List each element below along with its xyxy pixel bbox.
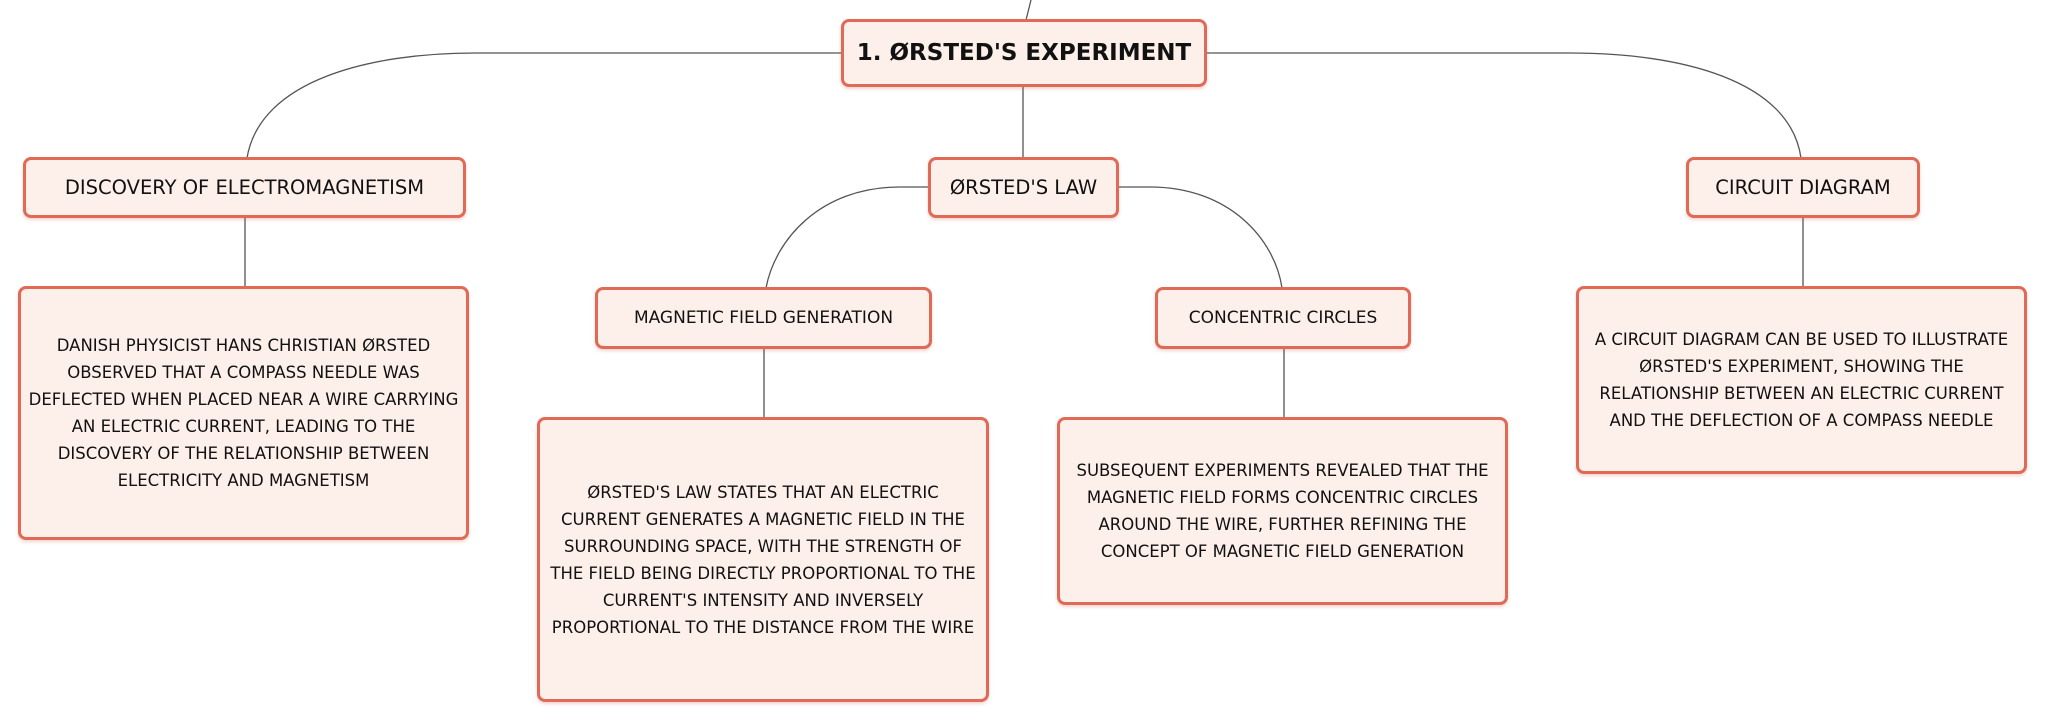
subtopic-magnetic-field-label: MAGNETIC FIELD GENERATION bbox=[633, 308, 894, 328]
topic-discovery[interactable]: DISCOVERY OF ELECTROMAGNETISM bbox=[23, 157, 466, 218]
connector-root-to-discovery bbox=[246, 52, 842, 159]
subtopic-circles[interactable]: CONCENTRIC CIRCLES bbox=[1155, 287, 1411, 349]
connector-law-to-magnetic-field bbox=[765, 186, 929, 289]
topic-law[interactable]: ØRSTED'S LAW bbox=[928, 157, 1119, 218]
topic-law-label: ØRSTED'S LAW bbox=[949, 176, 1098, 199]
root-node[interactable]: 1. ØRSTED'S EXPERIMENT bbox=[841, 19, 1207, 87]
detail-magnetic-field[interactable]: ØRSTED'S LAW STATES THAT AN ELECTRIC CUR… bbox=[537, 417, 989, 702]
topic-circuit[interactable]: CIRCUIT DIAGRAM bbox=[1686, 157, 1920, 218]
detail-circles-text: SUBSEQUENT EXPERIMENTS REVEALED THAT THE… bbox=[1076, 461, 1489, 561]
subtopic-magnetic-field[interactable]: MAGNETIC FIELD GENERATION bbox=[595, 287, 932, 349]
detail-magnetic-field-text: ØRSTED'S LAW STATES THAT AN ELECTRIC CUR… bbox=[550, 482, 976, 637]
detail-circles[interactable]: SUBSEQUENT EXPERIMENTS REVEALED THAT THE… bbox=[1057, 417, 1508, 605]
detail-circuit-text: A CIRCUIT DIAGRAM CAN BE USED TO ILLUSTR… bbox=[1594, 330, 2009, 430]
detail-discovery-text: DANISH PHYSICIST HANS CHRISTIAN ØRSTED O… bbox=[28, 336, 459, 490]
detail-circuit[interactable]: A CIRCUIT DIAGRAM CAN BE USED TO ILLUSTR… bbox=[1576, 286, 2027, 474]
topic-circuit-label: CIRCUIT DIAGRAM bbox=[1715, 176, 1891, 199]
root-label: 1. ØRSTED'S EXPERIMENT bbox=[856, 40, 1192, 66]
connector-parent-to-root bbox=[1025, 0, 1032, 21]
connector-law-to-circles bbox=[1118, 186, 1283, 289]
connector-root-to-circuit bbox=[1206, 52, 1802, 159]
detail-discovery[interactable]: DANISH PHYSICIST HANS CHRISTIAN ØRSTED O… bbox=[18, 286, 469, 540]
topic-discovery-label: DISCOVERY OF ELECTROMAGNETISM bbox=[64, 176, 425, 199]
subtopic-circles-label: CONCENTRIC CIRCLES bbox=[1188, 308, 1378, 328]
